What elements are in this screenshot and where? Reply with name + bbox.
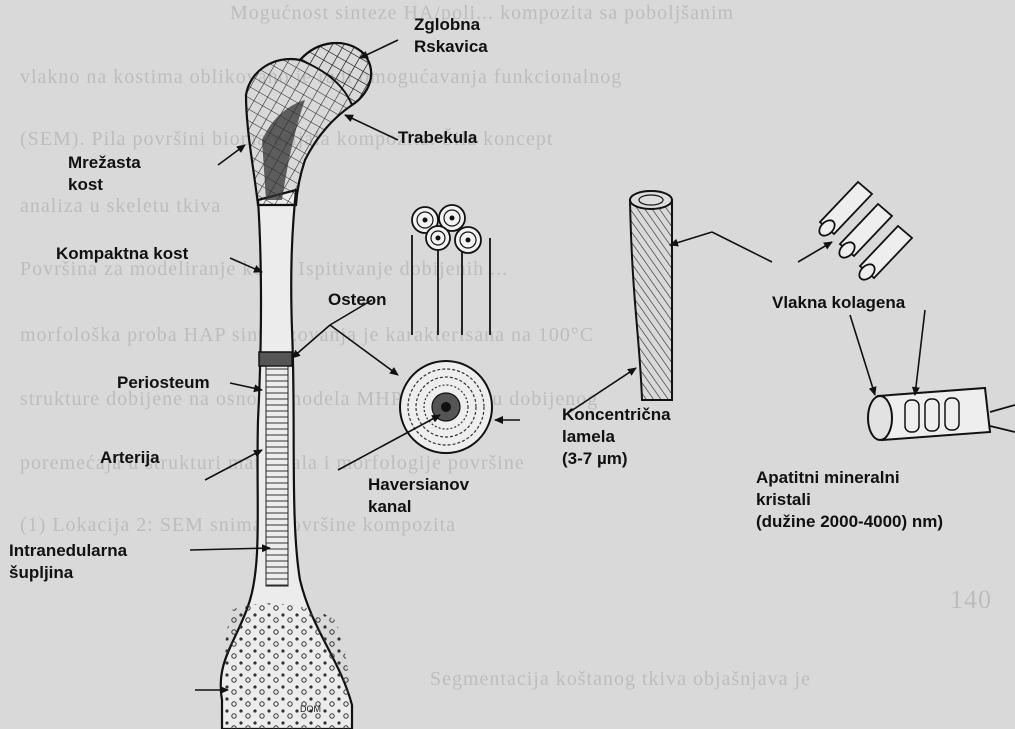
label-line: kristali [756,490,811,509]
label-line: (dužine 2000-4000) nm) [756,512,943,531]
label-kompaktna-kost: Kompaktna kost [56,243,188,265]
label-apatitni-kristali: Apatitni mineralni kristali (dužine 2000… [756,467,943,533]
label-line: kanal [368,497,411,516]
label-line: Apatitni mineralni [756,468,900,487]
label-osteon: Osteon [328,289,387,311]
label-haversianov-kanal: Haversianov kanal [368,474,469,518]
label-line: Mrežasta [68,153,141,172]
apatite-crystal-cylinder [868,388,1015,440]
label-mrezasta-kost: Mrežasta kost [68,152,141,196]
label-zglobna-rskavica: Zglobna Rskavica [414,14,488,58]
label-vlakna-kolagena: Vlakna kolagena [772,292,905,314]
label-line: kost [68,175,103,194]
label-trabekula: Trabekula [398,127,477,149]
label-koncentricna-lamela: Koncentrična lamela (3-7 µm) [562,404,671,470]
label-line: Haversianov [368,475,469,494]
label-periosteum: Periosteum [117,372,210,394]
collagen-fibers [816,182,912,283]
label-line: Zglobna [414,15,480,34]
label-line: šupljina [9,563,73,582]
label-arterija: Arterija [100,447,160,469]
label-line: Intranedularna [9,541,127,560]
label-line: lamela [562,427,615,446]
label-line: Rskavica [414,37,488,56]
label-line: Koncentrična [562,405,671,424]
osteon-bundle-illustration [412,205,490,335]
label-line: (3-7 µm) [562,449,628,468]
label-intramedularna-supljina: Intranedularna šupljina [9,540,127,584]
osteon-cross-section [400,361,492,453]
svg-text:DOM: DOM [300,704,321,714]
